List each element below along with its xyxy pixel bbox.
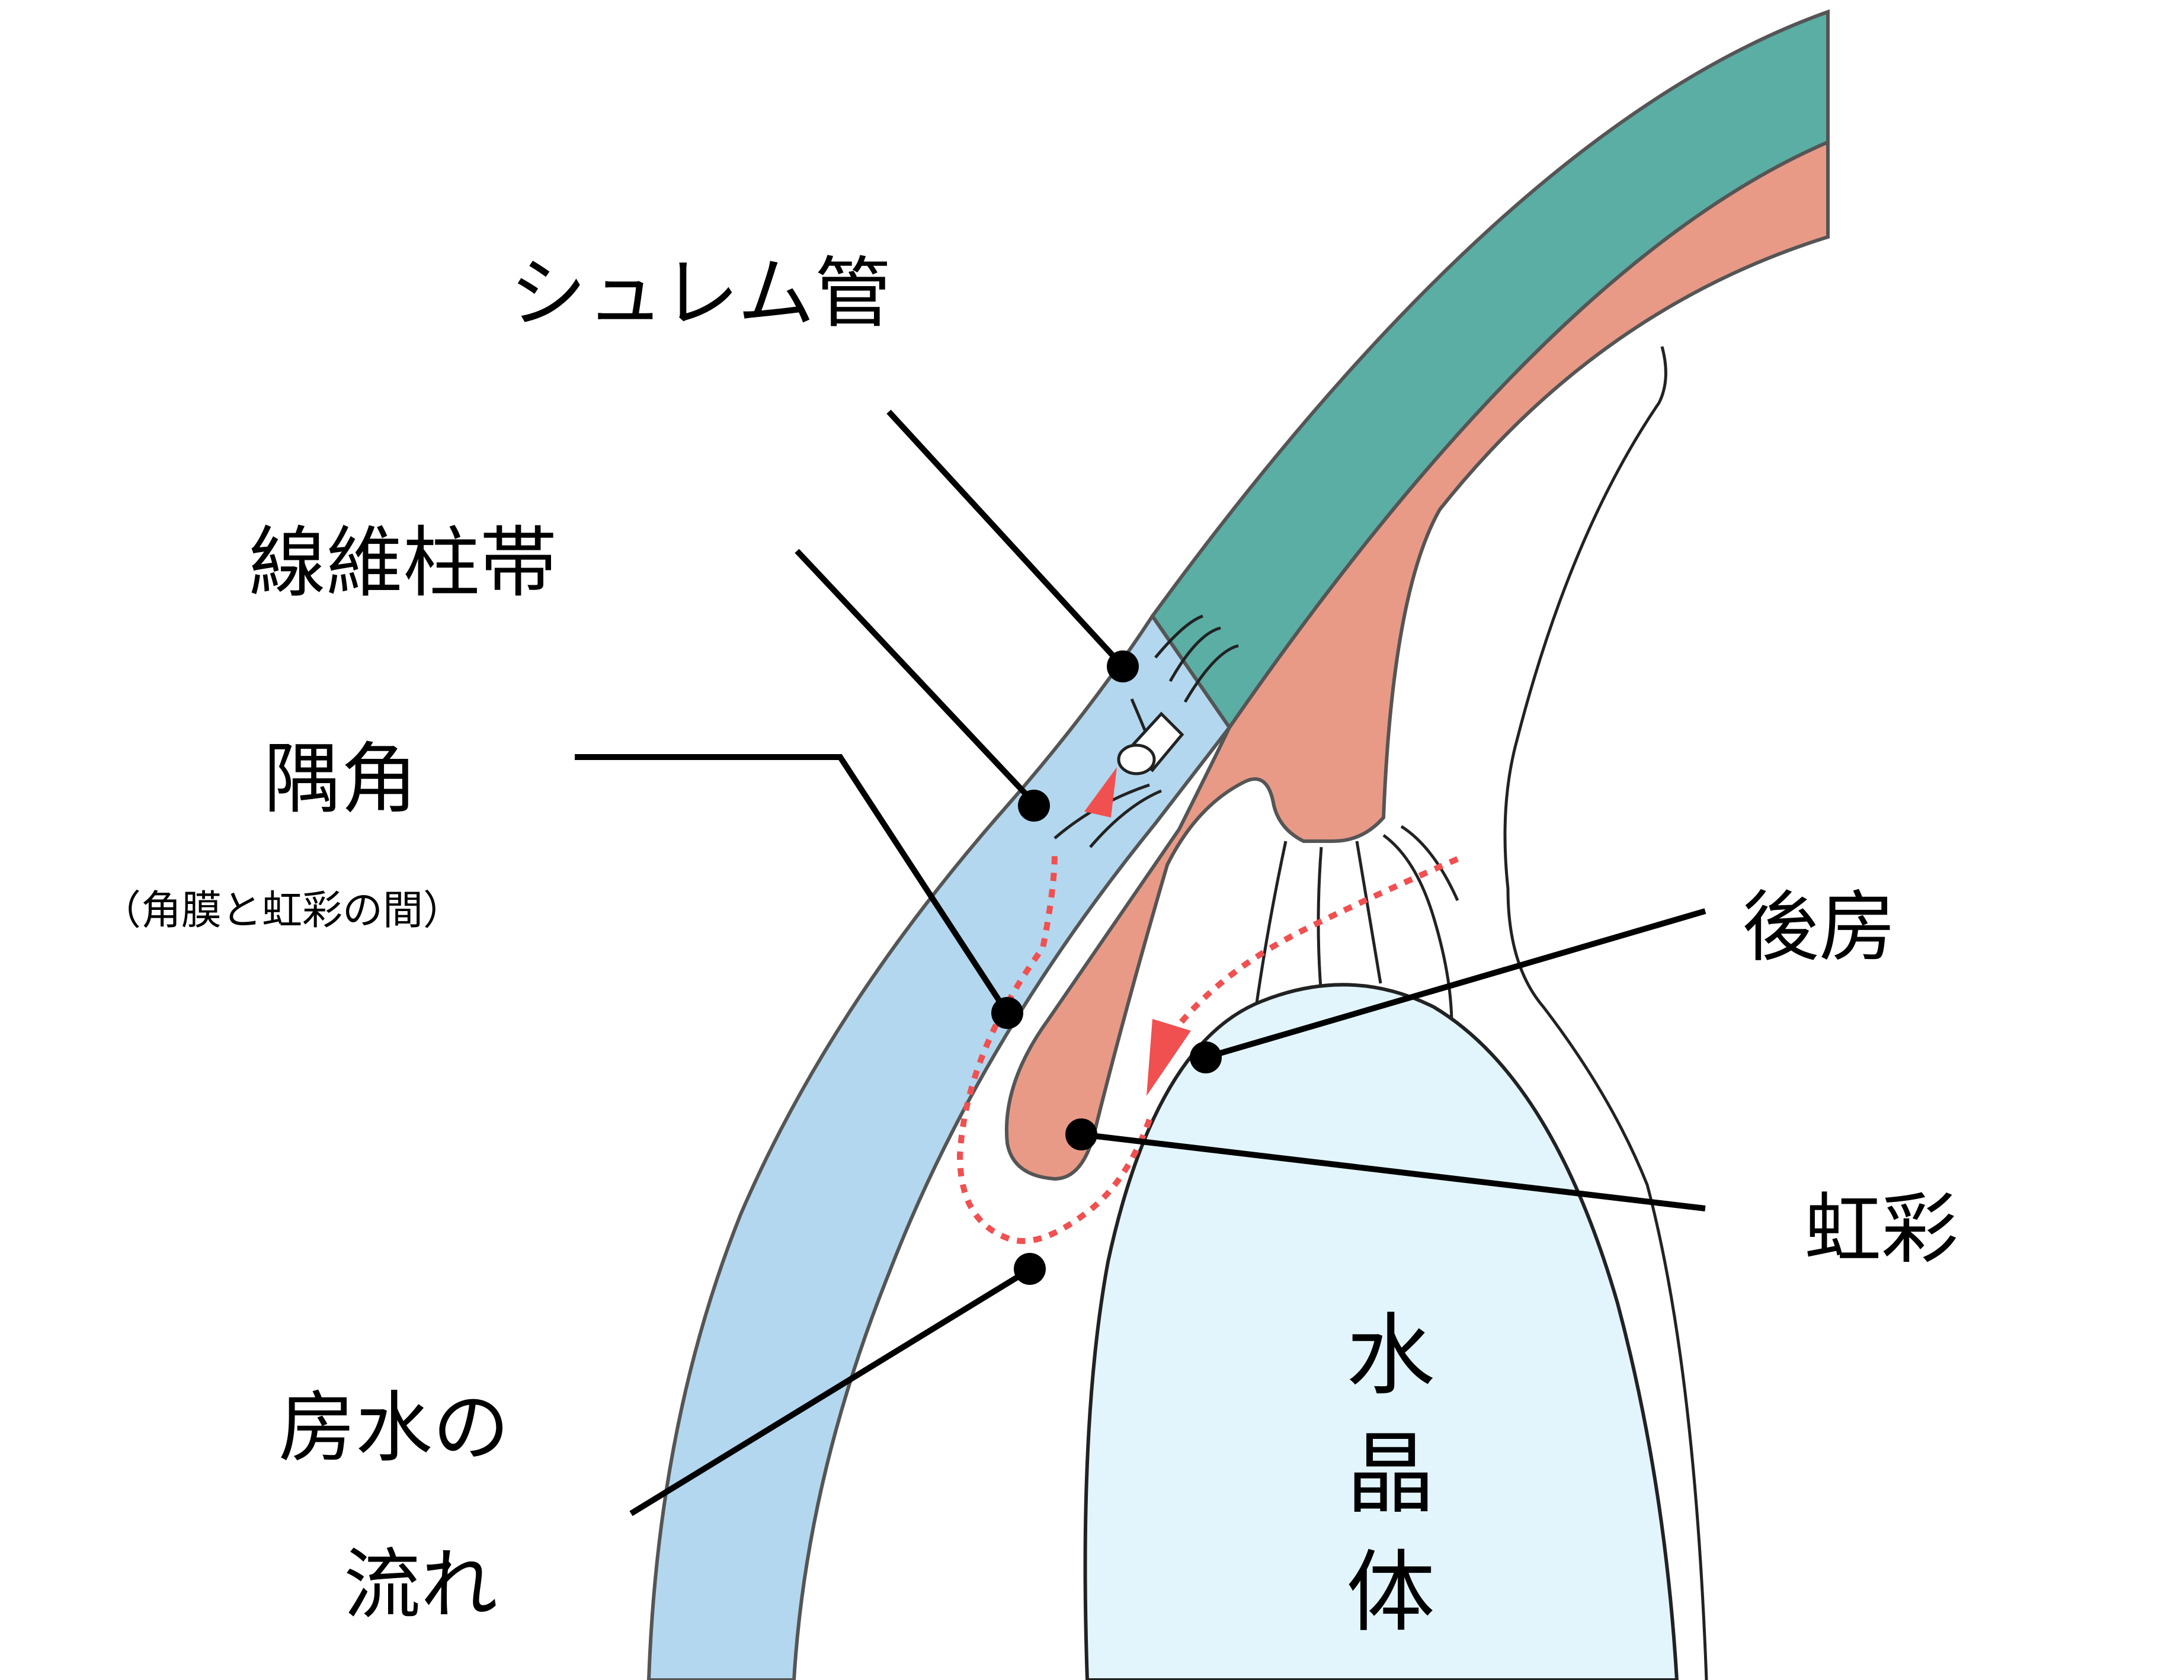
dot-trabecular bbox=[1018, 790, 1050, 822]
label-aqueous-flow-2: 流れ bbox=[344, 1540, 498, 1630]
label-lens-3: 体 bbox=[1346, 1541, 1435, 1644]
lens bbox=[1083, 983, 1679, 1680]
label-iris: 虹彩 bbox=[1804, 1184, 1958, 1274]
flow-arrowhead-lower bbox=[1147, 1019, 1191, 1096]
leader-dots bbox=[991, 650, 1222, 1285]
schlemms-canal bbox=[1117, 711, 1184, 775]
label-lens-1: 水 bbox=[1346, 1304, 1435, 1408]
trabecular-meshwork bbox=[1053, 614, 1239, 848]
flow-arrowhead-upper bbox=[1084, 767, 1117, 817]
label-trabecular-meshwork: 線維柱帯 bbox=[249, 518, 557, 608]
label-lens-2: 晶 bbox=[1346, 1423, 1435, 1526]
ciliary-body bbox=[1503, 346, 1708, 1680]
sclera bbox=[1150, 9, 1830, 731]
dot-iris bbox=[1065, 1118, 1097, 1150]
dot-posterior bbox=[1190, 1041, 1222, 1073]
label-posterior-chamber: 後房 bbox=[1742, 882, 1896, 972]
label-angle: 隅角 bbox=[264, 734, 418, 824]
label-schlemms-canal: シュレム管 bbox=[510, 248, 892, 338]
leader-lines bbox=[575, 409, 1706, 1517]
label-aqueous-flow-1: 房水の bbox=[278, 1383, 510, 1473]
dot-aqueous bbox=[1014, 1253, 1046, 1285]
iris bbox=[1004, 139, 1830, 1181]
label-angle-note: （角膜と虹彩の間） bbox=[101, 887, 463, 934]
dot-angle bbox=[991, 997, 1023, 1029]
aqueous-flow-arrows bbox=[956, 852, 1459, 1244]
dot-schlemm bbox=[1107, 650, 1139, 682]
